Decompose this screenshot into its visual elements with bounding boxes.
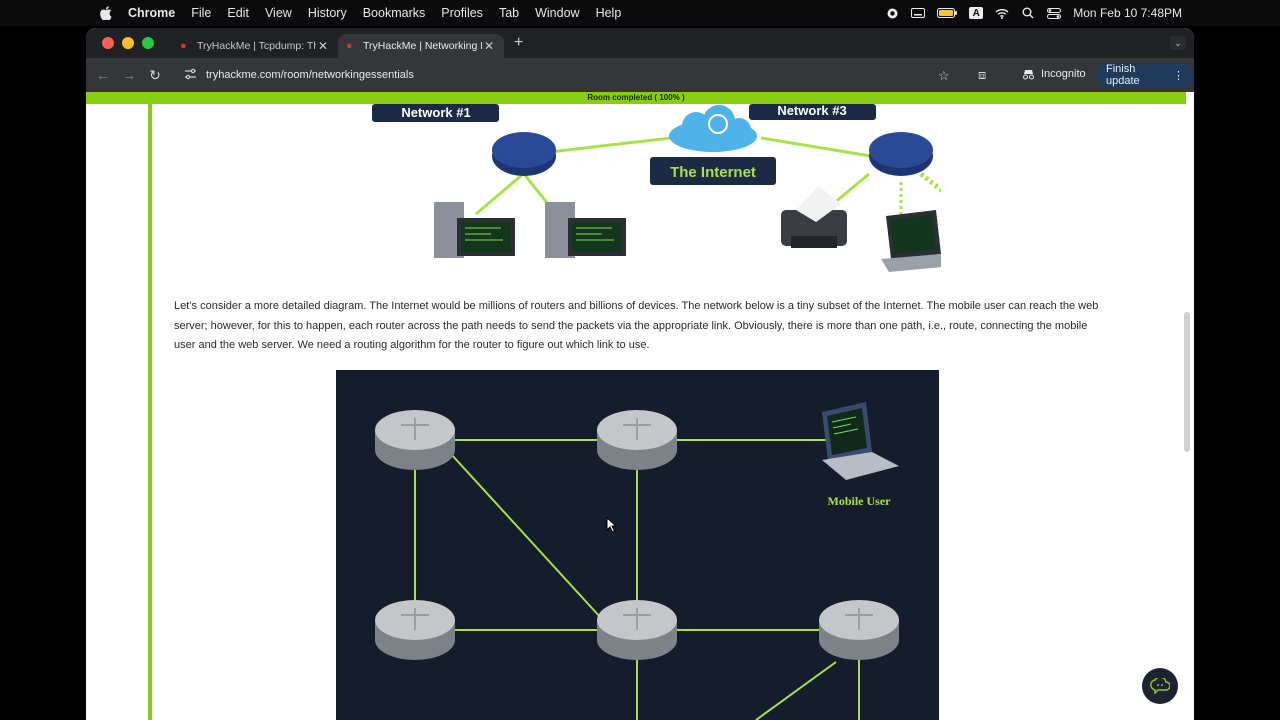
apple-logo-icon[interactable] [100, 6, 114, 20]
internet-label-box [650, 157, 776, 185]
address-bar[interactable]: tryhackme.com/room/networkingessentials [176, 62, 976, 88]
macos-menubar: Chrome File Edit View History Bookmarks … [0, 0, 1280, 26]
zoom-window-button[interactable] [142, 37, 154, 49]
menu-bookmarks[interactable]: Bookmarks [362, 6, 426, 20]
task-accent-bar [148, 104, 152, 720]
tab-strip: ● TryHackMe | Tcpdump: The B ✕ ● TryHack… [86, 28, 1194, 58]
menu-file[interactable]: File [191, 6, 212, 20]
bookmark-star-icon[interactable]: ☆ [938, 68, 950, 83]
menu-window[interactable]: Window [535, 6, 580, 20]
router-icon [375, 600, 455, 660]
menu-chrome[interactable]: Chrome [128, 6, 176, 20]
chat-assistant-button[interactable] [1142, 668, 1178, 704]
tryhackme-favicon-icon: ● [180, 39, 187, 52]
incognito-label: Incognito [1041, 68, 1086, 80]
router-icon [819, 600, 899, 660]
router-icon [597, 600, 677, 660]
mobile-user-label: Mobile User [828, 494, 892, 508]
page-scrollbar-thumb[interactable] [1184, 312, 1190, 452]
tab-tcpdump[interactable]: ● TryHackMe | Tcpdump: The B ✕ [172, 34, 338, 58]
url-text: tryhackme.com/room/networkingessentials [206, 69, 414, 81]
tab-title: TryHackMe | Tcpdump: The B [197, 40, 316, 52]
printer-icon [781, 186, 847, 248]
close-window-button[interactable] [102, 37, 114, 49]
site-info-icon[interactable] [184, 68, 198, 82]
menu-tab[interactable]: Tab [498, 6, 520, 20]
network-3-label-box [749, 104, 876, 120]
input-source-icon[interactable]: A [969, 7, 984, 19]
chat-bot-icon [1150, 678, 1170, 694]
record-icon[interactable] [885, 7, 899, 19]
new-tab-icon[interactable]: + [514, 34, 524, 51]
incognito-indicator[interactable]: Incognito [1022, 68, 1086, 80]
back-arrow-icon[interactable]: ← [96, 67, 110, 83]
menu-help[interactable]: Help [595, 6, 622, 20]
router-icon [869, 132, 933, 176]
clock[interactable]: Mon Feb 10 7:48PM [1073, 6, 1182, 20]
tab-search-chevron-icon[interactable]: ⌄ [1170, 36, 1186, 50]
room-progress-banner: Room completed ( 100% ) [86, 92, 1186, 104]
tab-networking-essentials[interactable]: ● TryHackMe | Networking Esse ✕ [338, 34, 504, 58]
close-tab-icon[interactable]: ✕ [483, 39, 495, 53]
browser-window: ● TryHackMe | Tcpdump: The B ✕ ● TryHack… [86, 28, 1194, 720]
finish-update-button[interactable]: Finish update ⋮ [1096, 63, 1194, 87]
menu-history[interactable]: History [307, 6, 347, 20]
network-overview-diagram: Network #1 Network #3 The Internet [372, 104, 941, 272]
menu-profiles[interactable]: Profiles [441, 6, 483, 20]
menubar-status-area: A Mon Feb 10 7:48PM [885, 0, 1280, 26]
battery-icon[interactable] [937, 7, 958, 19]
mouse-pointer-icon [606, 517, 618, 533]
tryhackme-favicon-icon: ● [346, 39, 353, 52]
finish-update-label: Finish update [1106, 63, 1140, 87]
control-center-icon[interactable] [1047, 7, 1062, 19]
menu-edit[interactable]: Edit [227, 6, 249, 20]
tab-title: TryHackMe | Networking Esse [363, 40, 482, 52]
network-3-label: Network #3 [777, 104, 846, 118]
cloud-internet-icon [669, 105, 757, 152]
minimize-window-button[interactable] [122, 37, 134, 49]
routing-mesh-diagram: Mobile User [336, 370, 939, 720]
menu-view[interactable]: View [264, 6, 292, 20]
browser-toolbar: ← → ↻ tryhackme.com/room/networkingessen… [86, 58, 1194, 92]
laptop-icon [822, 402, 899, 480]
router-icon [492, 132, 556, 176]
reload-icon[interactable]: ↻ [149, 66, 161, 83]
window-controls [102, 37, 154, 49]
network-1-label-box [372, 104, 499, 122]
forward-arrow-icon[interactable]: → [122, 67, 136, 83]
network-1-label: Network #1 [401, 105, 470, 120]
extensions-puzzle-icon[interactable]: ⧈ [978, 67, 987, 82]
spotlight-search-icon[interactable] [1021, 7, 1035, 19]
router-icon [597, 410, 677, 470]
keyboard-icon[interactable] [911, 7, 926, 19]
desktop-computer-icon [434, 202, 515, 258]
laptop-icon [881, 210, 941, 272]
page-content: Room completed ( 100% ) Network #1 Netwo… [86, 92, 1194, 720]
incognito-icon [1023, 69, 1034, 79]
close-tab-icon[interactable]: ✕ [317, 39, 329, 53]
router-icon [375, 410, 455, 470]
kebab-menu-icon[interactable]: ⋮ [1173, 69, 1184, 82]
internet-label: The Internet [670, 164, 756, 181]
wifi-icon[interactable] [995, 7, 1009, 19]
desktop-computer-icon [545, 202, 626, 258]
routing-explanation-paragraph: Let’s consider a more detailed diagram. … [174, 300, 1099, 352]
